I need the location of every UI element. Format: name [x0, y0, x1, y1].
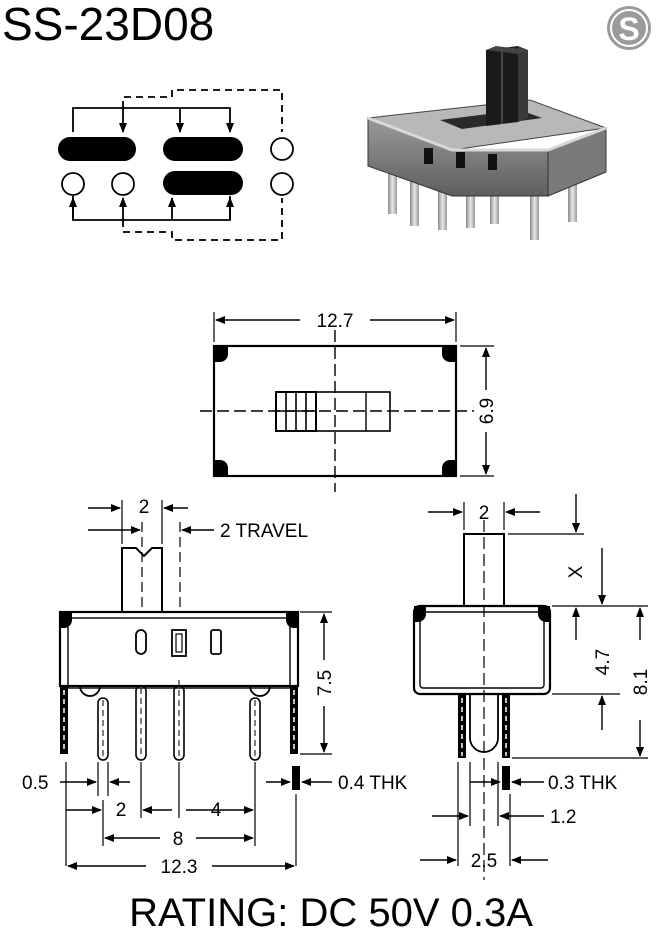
product-render [367, 46, 607, 240]
logo-letter: S [618, 11, 639, 47]
pin-thickness-label: 0.4 THK [338, 773, 408, 794]
overall-length-label: 12.3 [161, 857, 198, 878]
pin-width-label: 0.5 [22, 773, 48, 794]
terminal-circle [270, 137, 294, 161]
schematic-contacts [58, 137, 294, 196]
end-body-height-label: 4.7 [593, 649, 614, 675]
pin-offset-label: 1.2 [550, 807, 576, 828]
slider-contact-right-bottom [163, 171, 243, 195]
side-view [58, 500, 332, 870]
rating-text: RATING: DC 50V 0.3A [129, 891, 533, 934]
travel-label: 2 TRAVEL [220, 521, 308, 542]
slider-contact-left [58, 137, 136, 161]
terminal-circle [270, 172, 294, 196]
pitch-large-label: 4 [211, 800, 222, 821]
end-actuator-width-label: 2 [479, 503, 490, 524]
x-label: X [566, 565, 587, 578]
end-view [412, 494, 648, 880]
pitch-small-label: 2 [116, 800, 127, 821]
terminal-circle [61, 172, 85, 196]
pin-spacing-label: 2.5 [471, 851, 497, 872]
top-height-label: 6.9 [477, 398, 498, 424]
pin-span-label: 8 [173, 829, 184, 850]
side-body [58, 610, 300, 688]
slider-contact-right-top [163, 137, 243, 161]
top-view [200, 312, 494, 492]
end-pin-thickness-label: 0.3 THK [548, 773, 618, 794]
model-title: SS-23D08 [2, 0, 214, 50]
circuit-schematic [69, 89, 283, 241]
terminal-circle [111, 172, 135, 196]
end-body [412, 604, 552, 696]
side-actuator-width-label: 2 [139, 497, 150, 518]
end-overall-height-label: 8.1 [631, 669, 652, 695]
brand-logo: S [607, 6, 651, 50]
side-height-label: 7.5 [315, 670, 336, 696]
top-width-label: 12.7 [317, 311, 354, 332]
